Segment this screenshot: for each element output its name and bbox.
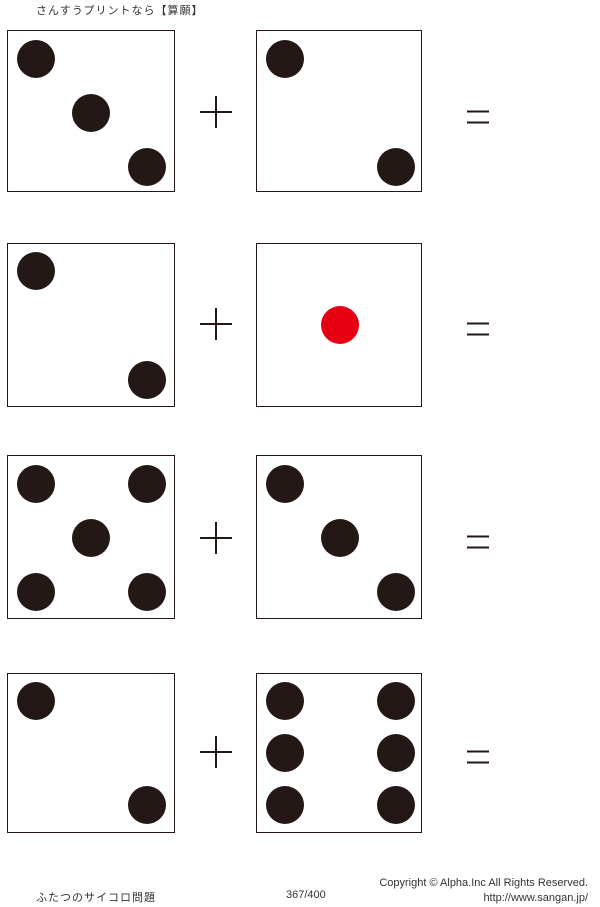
copyright-text: Copyright © Alpha.Inc All Rights Reserve… (379, 877, 588, 889)
pip (17, 252, 55, 290)
die-face-3 (7, 30, 175, 192)
page-header: さんすうプリントなら【算願】 (36, 4, 204, 17)
die-face-5 (7, 455, 175, 619)
equals-sign (467, 322, 489, 336)
pip (266, 786, 304, 824)
plus-sign (200, 308, 232, 340)
equals-sign (467, 750, 489, 764)
pip (377, 734, 415, 772)
die-face-2 (256, 30, 422, 192)
pip (377, 786, 415, 824)
pip (266, 682, 304, 720)
plus-sign (200, 736, 232, 768)
equals-sign (467, 535, 489, 549)
pip (72, 94, 110, 132)
die-face-2 (7, 243, 175, 407)
plus-sign (200, 522, 232, 554)
pip (128, 148, 166, 186)
site-url[interactable]: http://www.sangan.jp/ (483, 892, 588, 904)
pip (128, 465, 166, 503)
pip (377, 682, 415, 720)
equals-sign (467, 110, 489, 124)
pip (72, 519, 110, 557)
die-face-2 (7, 673, 175, 833)
plus-sign (200, 96, 232, 128)
pip (17, 682, 55, 720)
worksheet-title: ふたつのサイコロ問題 (36, 891, 156, 904)
pip (377, 148, 415, 186)
pip (266, 40, 304, 78)
copyright-block: Copyright © Alpha.Inc All Rights Reserve… (379, 876, 588, 906)
pip (17, 465, 55, 503)
pip (17, 40, 55, 78)
die-face-6 (256, 673, 422, 833)
pip (266, 734, 304, 772)
pip (377, 573, 415, 611)
die-face-1 (256, 243, 422, 407)
die-face-3 (256, 455, 422, 619)
pip (128, 361, 166, 399)
pip (266, 465, 304, 503)
pip (128, 573, 166, 611)
pip (321, 519, 359, 557)
pip (128, 786, 166, 824)
red-pip (321, 306, 359, 344)
pip (17, 573, 55, 611)
page-number: 367/400 (286, 889, 326, 901)
